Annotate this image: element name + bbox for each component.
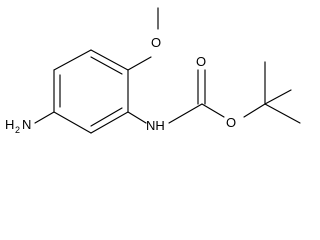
benzene-ring [53, 49, 129, 134]
amine-h-label: H [5, 117, 14, 132]
ring-bond [53, 49, 92, 71]
bond-ring-to-amine [34, 111, 55, 124]
amino-group: H 2 N [5, 111, 55, 135]
carbamate-nh-label: NH [146, 118, 165, 133]
amine-n-label: N [22, 117, 31, 132]
chemical-structure: O H 2 N NH O O [5, 7, 301, 135]
ester-oxygen-label: O [226, 115, 236, 130]
methoxy-oxygen-label: O [151, 35, 161, 50]
tert-butyl-methyl-bond [264, 103, 301, 124]
bond-ring-to-methoxy-oxygen [127, 56, 152, 71]
tert-butyl-methyl-bond [264, 89, 292, 105]
ring-double-bond [90, 56, 123, 75]
bond-ring-to-carbamate-nh [127, 111, 147, 124]
bond-nh-to-carbonyl-carbon [168, 103, 203, 124]
boc-carbamate-group: NH O O [127, 54, 301, 133]
carbonyl-oxygen-label: O [196, 54, 206, 69]
bond-carbonyl-carbon-to-ester-oxygen [201, 103, 225, 118]
ring-bond [90, 111, 129, 134]
ring-bond [90, 49, 129, 71]
methoxy-group: O [127, 7, 161, 71]
amine-subscript: 2 [15, 125, 20, 135]
ring-bond [53, 111, 92, 134]
ring-double-bond [90, 107, 123, 127]
bond-ester-oxygen-to-tert-carbon [243, 103, 266, 118]
